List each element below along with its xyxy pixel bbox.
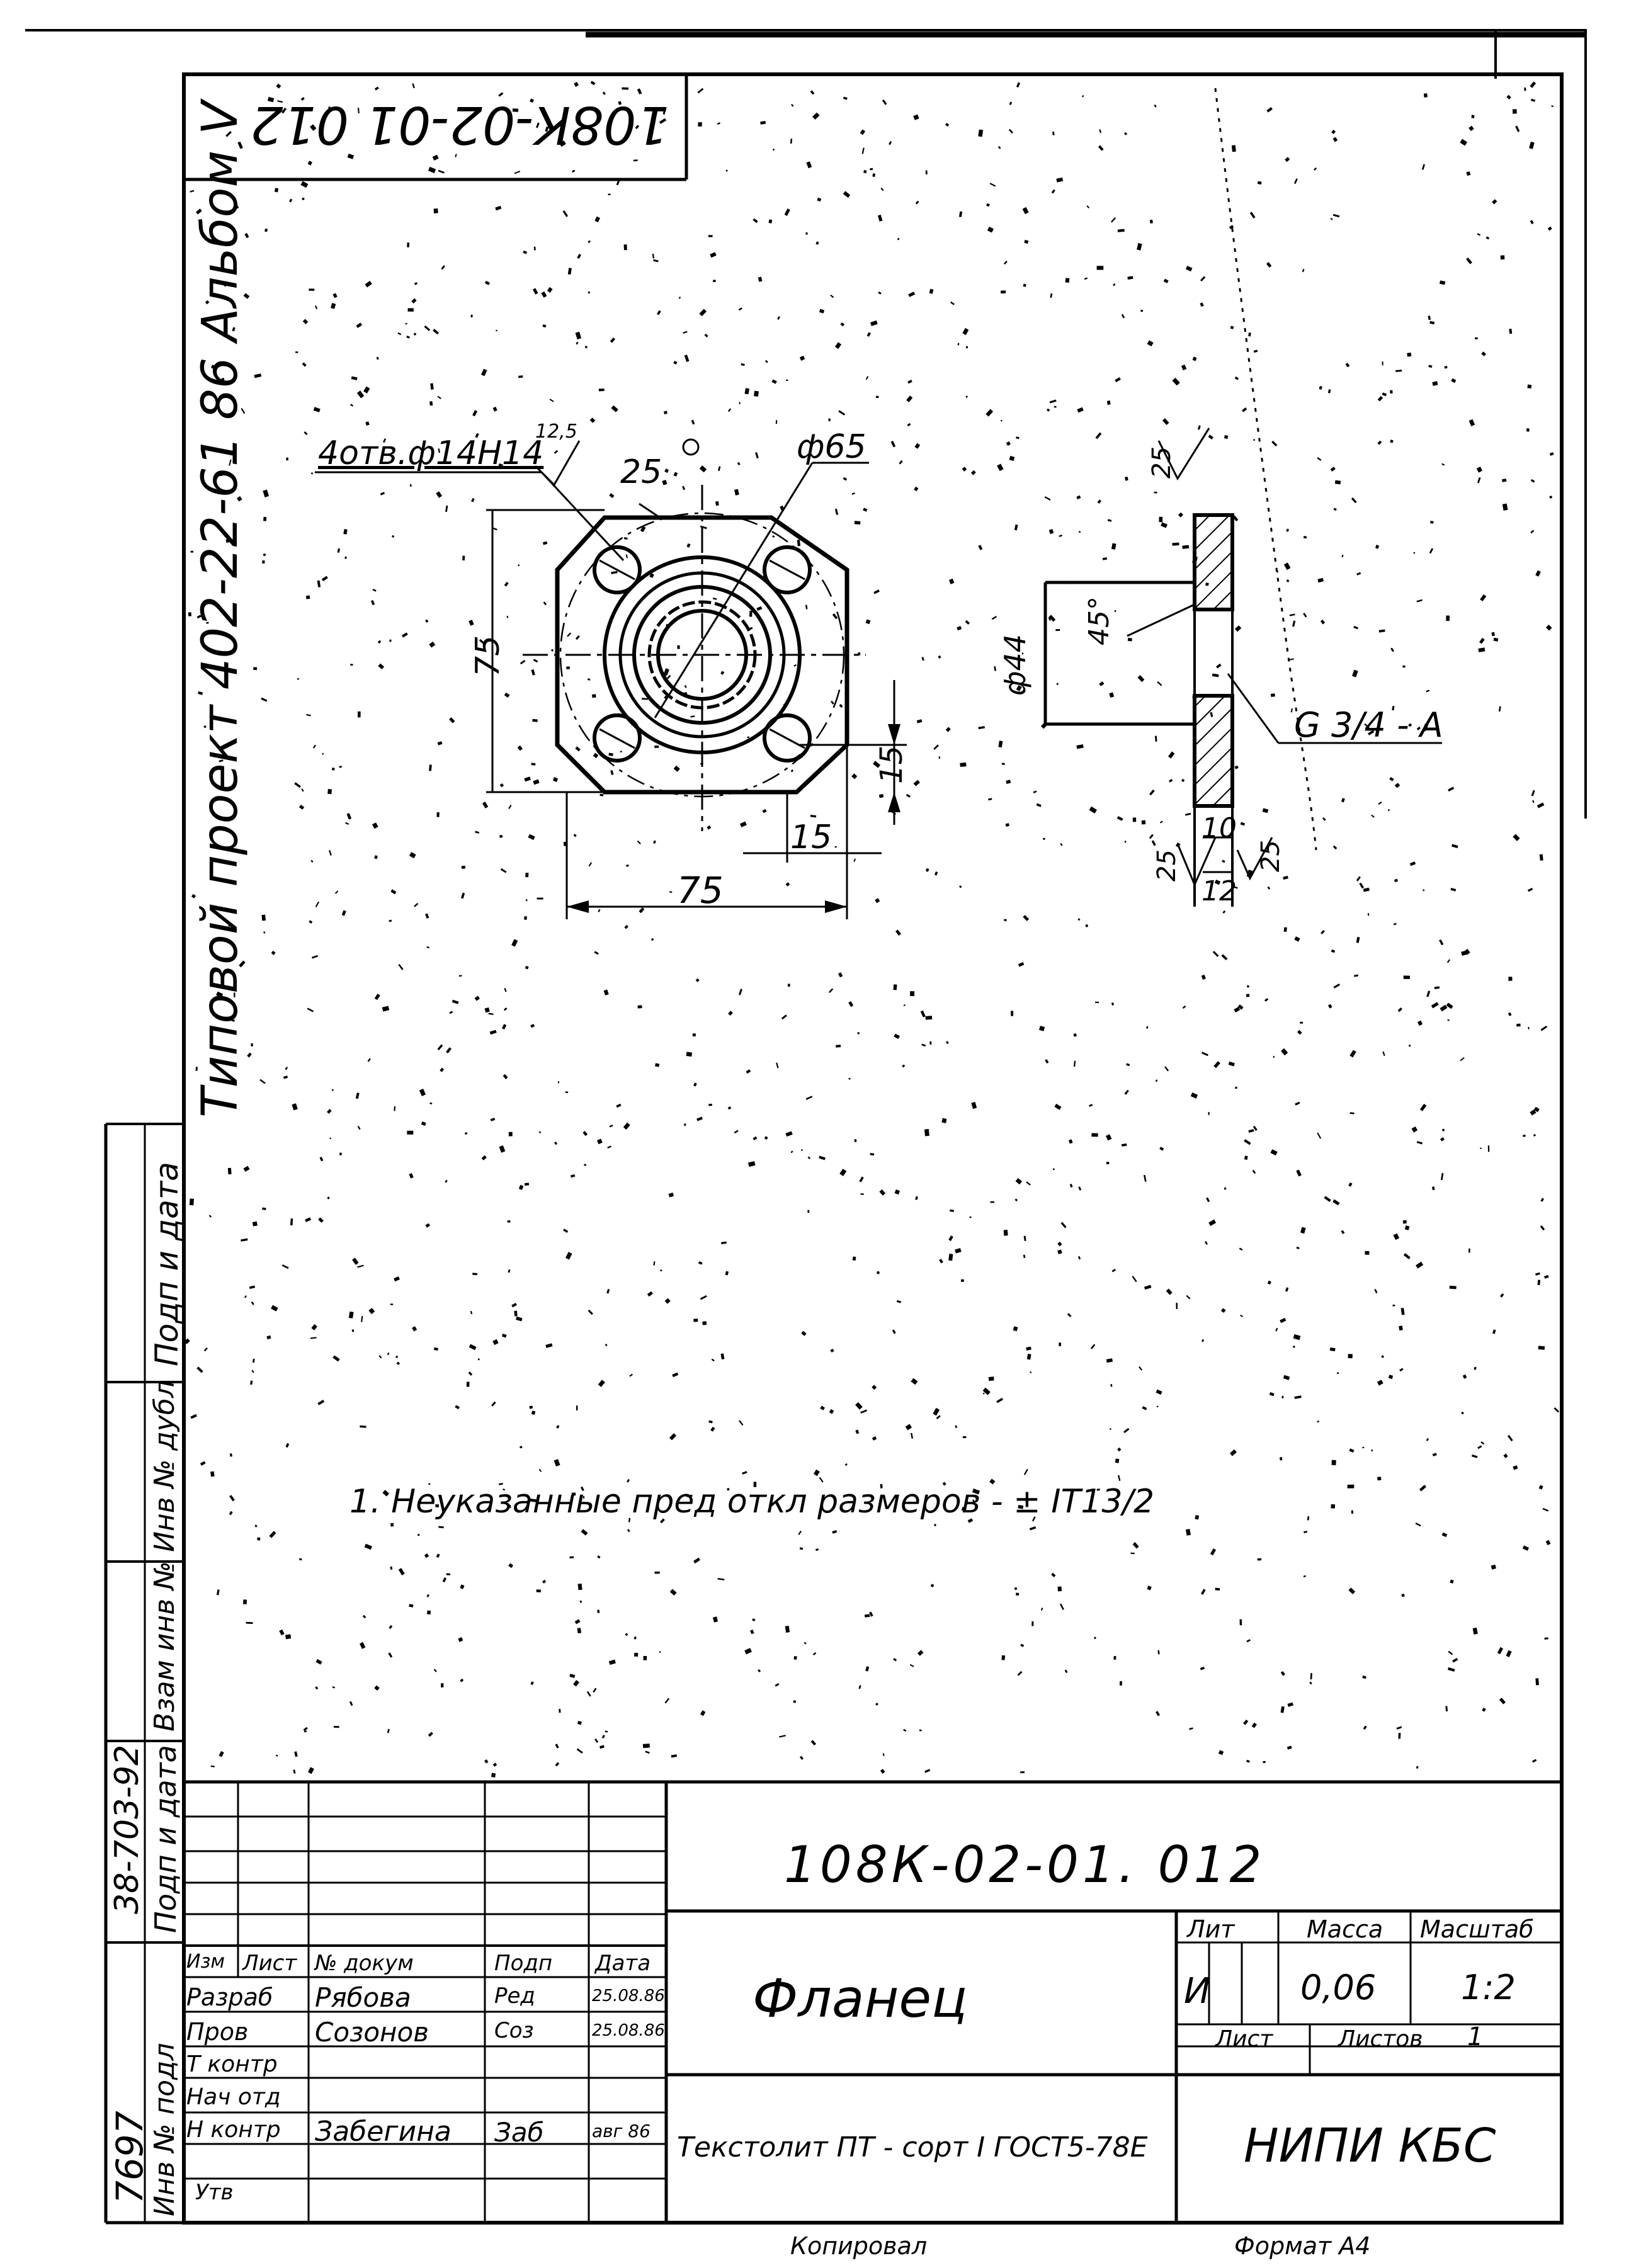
massa-value: 0,06	[1300, 1968, 1377, 2007]
strip-inv-podl-value: 7697	[108, 2111, 151, 2204]
list-label: Лист	[1215, 2026, 1273, 2052]
dim-diameter-65: ф65	[797, 428, 866, 466]
strip-podp-data-2: Подп и дата	[149, 1745, 183, 1933]
dim-thread: G 3/4 - A	[1294, 705, 1443, 745]
row-role-2: Т контр	[186, 2051, 278, 2077]
hdr-dokum: № докум	[315, 1951, 414, 1976]
row-date-1: 25.08.86	[592, 2021, 665, 2040]
inner-frame	[182, 72, 1564, 2225]
row-sign-1: Соз	[494, 2018, 534, 2043]
row-name-4: Забегина	[315, 2116, 452, 2148]
dim-holes: 4отв.ф14Н14	[318, 434, 544, 472]
row-date-0: 25.08.86	[592, 1987, 665, 2005]
row-role-0: Разраб	[186, 1983, 273, 2011]
massa-label: Масса	[1307, 1915, 1383, 1943]
organization: НИПИ КБС	[1244, 2119, 1496, 2173]
format: Формат А4	[1234, 2232, 1371, 2260]
masshtab-label: Масштаб	[1420, 1915, 1534, 1943]
row-sign-4: Заб	[494, 2117, 544, 2148]
hdr-podp: Подп	[494, 1951, 553, 1976]
listov-value: 1	[1467, 2022, 1484, 2051]
dim-roughness-small: 12,5	[535, 421, 577, 443]
dim-75-vertical: 75	[469, 635, 507, 677]
hdr-izm: Изм	[186, 1951, 225, 1973]
strip-inv-podl: Инв № подл	[149, 2043, 181, 2216]
strip-inv-dubl: Инв № дубл	[149, 1380, 181, 1552]
title-block-lines	[184, 1780, 1562, 2223]
hdr-data: Дата	[595, 1951, 651, 1976]
dim-15: 15	[790, 819, 832, 856]
dim-rough-25-top: 25	[1147, 446, 1176, 479]
dim-15b: 15	[874, 745, 909, 784]
row-date-4: авг 86	[592, 2121, 650, 2141]
dim-rough-25-br: 25	[1256, 840, 1285, 872]
designation: 108К-02-01. 012	[784, 1835, 1266, 1894]
strip-vzam-inv: Взам инв №	[149, 1561, 181, 1732]
dim-10: 10	[1201, 812, 1237, 844]
material: Текстолит ПТ - сорт I ГОСТ5-78Е	[677, 2131, 1148, 2163]
dim-rough-25-bl: 25	[1152, 849, 1181, 882]
row-role-1: Пров	[186, 2018, 249, 2046]
row-role-4: Н контр	[186, 2117, 281, 2143]
flange-front-view	[315, 438, 907, 919]
part-name: Фланец	[753, 1968, 968, 2029]
row-sign-0: Ред	[494, 1983, 535, 2009]
dim-75-width: 75	[677, 869, 724, 912]
dim-45deg: 45°	[1083, 596, 1115, 645]
row-name-1: Созонов	[315, 2017, 429, 2048]
note-tolerances: 1. Неуказанные пред откл размеров - ± IT…	[349, 1483, 1155, 1521]
row-name-0: Рябова	[315, 1982, 411, 2013]
strip-podp-value: 38-703-92	[108, 1744, 146, 1914]
lit-label: Лит	[1187, 1915, 1235, 1943]
flange-side-section	[1043, 88, 1442, 907]
strip-podp-data-1: Подп и дата	[149, 1162, 185, 1366]
dim-44: ф44	[998, 634, 1032, 696]
hdr-list: Лист	[242, 1951, 297, 1976]
row-role-5: Утв	[195, 2180, 234, 2205]
dim-chamfer: 25	[620, 453, 662, 491]
listov-label: Листов	[1338, 2026, 1423, 2052]
lit-value: И	[1184, 1971, 1210, 2012]
row-role-3: Нач отд	[186, 2084, 281, 2110]
stamp-top: 108К-02-01 012	[250, 94, 669, 154]
kopiroval: Копировал	[790, 2232, 928, 2260]
masshtab-value: 1:2	[1461, 1968, 1516, 2007]
dim-12: 12	[1201, 875, 1237, 907]
album-title: Типовой проект 402-22-61 86 Альбом V	[192, 101, 249, 1118]
